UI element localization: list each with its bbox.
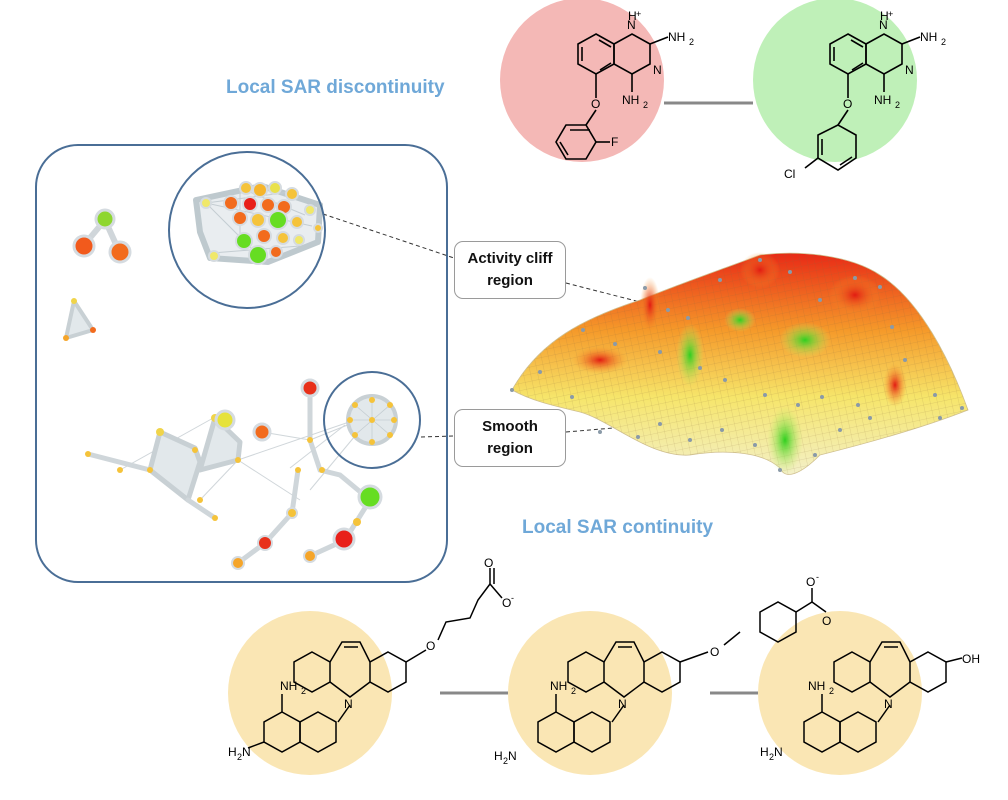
red-compound-disc	[500, 0, 664, 162]
o-label: O	[484, 556, 493, 570]
yellow-compound-disc-2	[508, 611, 672, 775]
callout-cliff-line1: Activity cliff	[467, 250, 553, 267]
h2n-n-label: N	[774, 745, 783, 759]
cliff-leader-line-right	[565, 282, 641, 303]
sub2-label: 2	[643, 100, 648, 110]
h2n-sub-label: 2	[769, 752, 774, 762]
h2n-n-label: N	[508, 749, 517, 763]
plus-label: +	[636, 9, 641, 19]
quinazoline-cl-structure	[804, 33, 921, 171]
nh2-label: NH	[622, 93, 639, 107]
o-label: O	[591, 97, 600, 111]
quinazoline-f-structure	[555, 33, 669, 160]
local-sar-continuity-heading: Local SAR continuity	[522, 517, 714, 538]
plus-label: +	[888, 9, 893, 19]
activity-cliff-cluster	[193, 181, 323, 265]
sub2-label: 2	[895, 100, 900, 110]
dibenzazepine-carboxylate-2	[537, 588, 827, 753]
callout-smooth-line1: Smooth	[482, 418, 538, 435]
n-label: N	[879, 18, 888, 32]
smooth-region-callout: Smooth region	[454, 409, 566, 467]
nh2-label: NH	[920, 30, 937, 44]
sub2-label: 2	[829, 686, 834, 696]
n-label: N	[884, 697, 893, 711]
small-cluster-top-left	[72, 208, 132, 264]
smooth-network	[85, 378, 398, 570]
h2n-label: H	[494, 749, 503, 763]
yellow-compound-disc-1	[228, 611, 392, 775]
sub2-label: 2	[689, 37, 694, 47]
h2n-sub-label: 2	[503, 756, 508, 766]
sub2-label: 2	[571, 686, 576, 696]
cliff-leader-line	[322, 213, 455, 259]
nh2-label: NH	[280, 679, 297, 693]
activity-cliff-region-callout: Activity cliff region	[454, 241, 566, 299]
yellow-compound-disc-3	[758, 611, 922, 775]
sar-landscape-surface	[510, 252, 969, 475]
small-cluster-triangle	[63, 298, 96, 341]
n-label: N	[627, 18, 636, 32]
minus-label: -	[816, 572, 819, 582]
oh-label: OH	[962, 652, 980, 666]
o-label: O	[710, 645, 719, 659]
nh2-label: NH	[808, 679, 825, 693]
n-label: N	[653, 63, 662, 77]
network-frame	[35, 144, 448, 583]
h-label: H	[628, 9, 637, 23]
smooth-highlight-circle	[323, 371, 421, 469]
h2n-label: H	[760, 745, 769, 759]
cl-label: Cl	[784, 167, 795, 181]
h2n-label: H	[228, 745, 237, 759]
n-label: N	[905, 63, 914, 77]
h2n-sub-label: 2	[237, 752, 242, 762]
sub2-label: 2	[941, 37, 946, 47]
sub2-label: 2	[301, 686, 306, 696]
h2n-n-label: N	[242, 745, 251, 759]
callout-smooth-line2: region	[487, 440, 533, 457]
activity-cliff-highlight-circle	[168, 151, 326, 309]
o-label: O	[822, 614, 831, 628]
h-label: H	[880, 9, 889, 23]
o-label: O	[426, 639, 435, 653]
ominus-label: O	[502, 596, 511, 610]
n-label: N	[618, 697, 627, 711]
local-sar-discontinuity-heading: Local SAR discontinuity	[226, 77, 445, 98]
nh2-label: NH	[550, 679, 567, 693]
f-label: F	[611, 135, 618, 149]
callout-cliff-line2: region	[487, 272, 533, 289]
dibenzazepine-phenol	[803, 641, 963, 753]
n-label: N	[344, 697, 353, 711]
dibenzazepine-carboxylate-1	[247, 568, 503, 753]
o-label: O	[843, 97, 852, 111]
nh2-label: NH	[874, 93, 891, 107]
nh2-label: NH	[668, 30, 685, 44]
ominus-label: O	[806, 575, 815, 589]
minus-label: -	[511, 593, 514, 603]
smooth-leader-line	[420, 435, 455, 438]
landscape-data-points	[510, 258, 964, 472]
green-compound-disc	[753, 0, 917, 162]
